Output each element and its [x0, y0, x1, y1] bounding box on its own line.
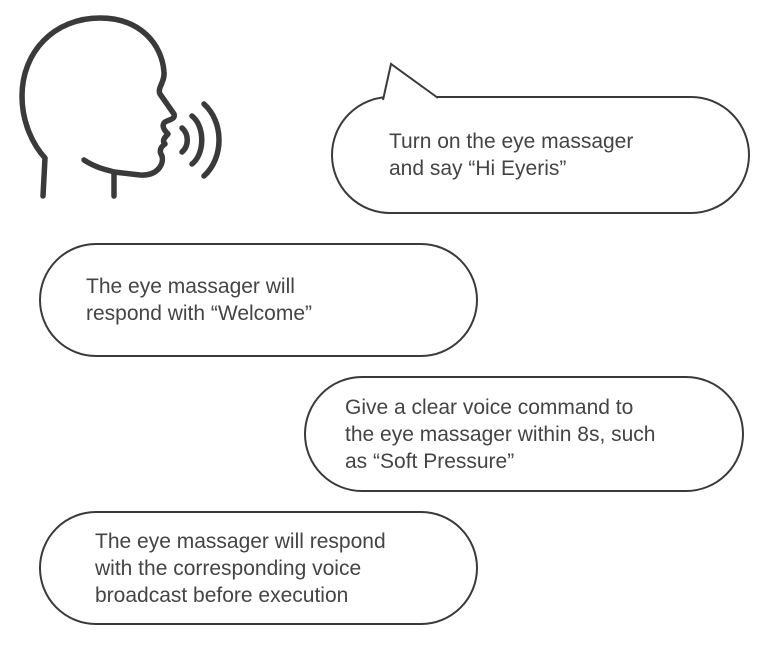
step-1-bubble: Turn on the eye massager and say “Hi Eye…: [331, 96, 750, 214]
sound-waves-icon: [179, 101, 222, 179]
step-4-text: The eye massager will respond with the c…: [95, 529, 386, 607]
speech-bubble-tail: [382, 62, 439, 101]
speaking-head-icon: [19, 15, 222, 199]
head-outline: [19, 15, 177, 199]
step-3-text: Give a clear voice command to the eye ma…: [345, 395, 656, 473]
step-2-text: The eye massager will respond with “Welc…: [86, 275, 313, 325]
step-1-text: Turn on the eye massager and say “Hi Eye…: [389, 130, 634, 180]
step-2-bubble: The eye massager will respond with “Welc…: [39, 243, 478, 357]
jaw-line: [81, 157, 117, 175]
step-3-bubble: Give a clear voice command to the eye ma…: [304, 376, 744, 492]
step-4-bubble: The eye massager will respond with the c…: [39, 511, 478, 625]
